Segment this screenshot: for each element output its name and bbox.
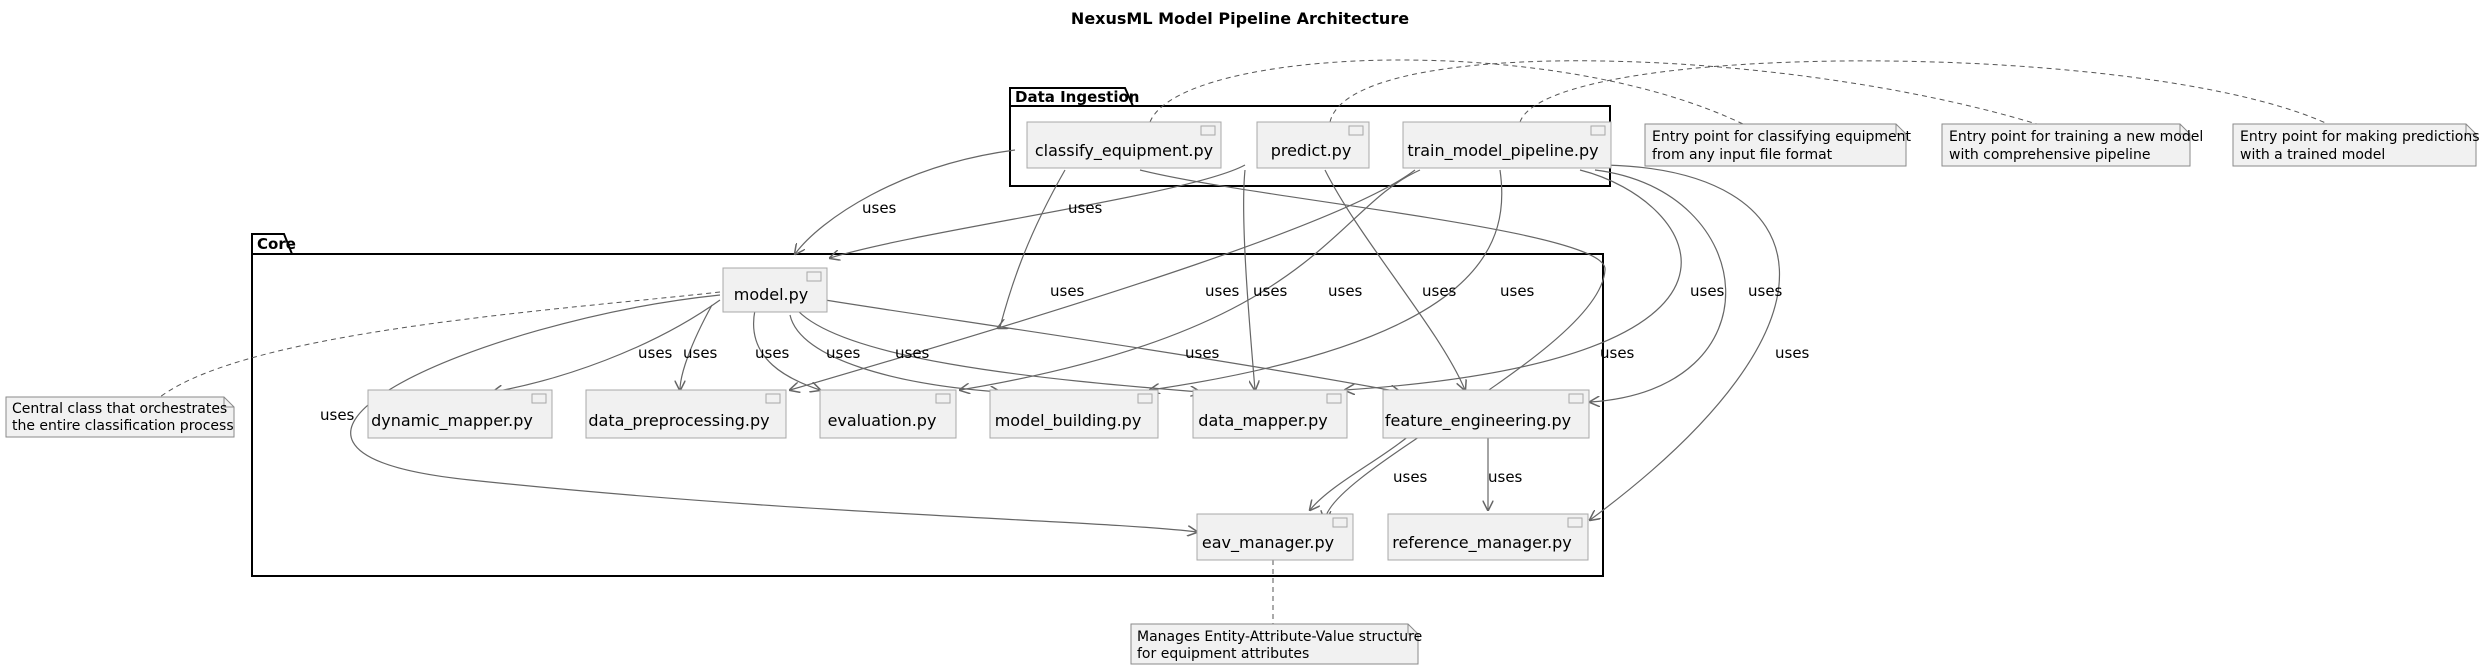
component-label: model_building.py bbox=[995, 411, 1142, 431]
component-label: reference_manager.py bbox=[1392, 533, 1572, 553]
component-icon bbox=[1200, 125, 1216, 136]
component-label: evaluation.py bbox=[828, 411, 937, 430]
edge-label: uses bbox=[1422, 282, 1457, 300]
note-predict-entry: Entry point for making predictions with … bbox=[2232, 123, 2480, 167]
component-reference-manager[interactable]: reference_manager.py bbox=[1387, 513, 1589, 561]
component-icon bbox=[1326, 393, 1342, 404]
note-eav-manager: Manages Entity-Attribute-Value structure… bbox=[1130, 623, 1422, 665]
component-icon bbox=[1567, 517, 1583, 528]
component-icon bbox=[1137, 393, 1153, 404]
component-label: predict.py bbox=[1271, 141, 1352, 160]
edge-label: uses bbox=[1500, 282, 1535, 300]
edge-label: uses bbox=[1205, 282, 1240, 300]
edge-label: uses bbox=[826, 344, 861, 362]
dependency-edges bbox=[350, 149, 1781, 532]
note-line: with a trained model bbox=[2240, 147, 2385, 163]
component-icon bbox=[1568, 393, 1584, 404]
edge-label: uses bbox=[1775, 344, 1810, 362]
component-icon bbox=[1348, 125, 1364, 136]
component-label: eav_manager.py bbox=[1202, 533, 1334, 553]
edge-label: uses bbox=[1600, 344, 1635, 362]
component-label: data_preprocessing.py bbox=[588, 411, 769, 431]
component-label: dynamic_mapper.py bbox=[371, 411, 533, 431]
component-train-model-pipeline[interactable]: train_model_pipeline.py bbox=[1402, 121, 1612, 169]
component-icon bbox=[1590, 125, 1606, 136]
edge-label: uses bbox=[755, 344, 790, 362]
note-line: Entry point for training a new model bbox=[1949, 129, 2203, 145]
note-line: from any input file format bbox=[1652, 147, 1833, 163]
diagram-title: NexusML Model Pipeline Architecture bbox=[1071, 9, 1409, 28]
edge-label: uses bbox=[895, 344, 930, 362]
component-predict[interactable]: predict.py bbox=[1256, 121, 1370, 169]
note-line: Central class that orchestrates bbox=[12, 401, 227, 417]
component-model[interactable]: model.py bbox=[722, 267, 828, 313]
edge-label: uses bbox=[1253, 282, 1288, 300]
edge-label: uses bbox=[1050, 282, 1085, 300]
package-label: Data Ingestion bbox=[1015, 88, 1139, 106]
edge-label: uses bbox=[638, 344, 673, 362]
note-line: for equipment attributes bbox=[1137, 646, 1309, 662]
package-core: Core bbox=[251, 233, 1604, 577]
edge-label: uses bbox=[862, 199, 897, 217]
component-icon bbox=[1332, 517, 1348, 528]
component-icon bbox=[806, 271, 822, 282]
component-data-preprocessing[interactable]: data_preprocessing.py bbox=[585, 389, 787, 439]
component-label: data_mapper.py bbox=[1198, 411, 1327, 431]
component-label: classify_equipment.py bbox=[1035, 141, 1213, 161]
component-evaluation[interactable]: evaluation.py bbox=[819, 389, 957, 439]
component-feature-engineering[interactable]: feature_engineering.py bbox=[1382, 389, 1590, 439]
note-line: Entry point for making predictions bbox=[2240, 129, 2480, 145]
component-dynamic-mapper[interactable]: dynamic_mapper.py bbox=[367, 389, 553, 439]
edge-label: uses bbox=[1748, 282, 1783, 300]
component-classify-equipment[interactable]: classify_equipment.py bbox=[1026, 121, 1222, 169]
edge-label: uses bbox=[320, 406, 355, 424]
note-classify-entry: Entry point for classifying equipment fr… bbox=[1644, 123, 1912, 167]
note-connectors bbox=[159, 59, 2331, 624]
component-icon bbox=[765, 393, 781, 404]
component-icon bbox=[531, 393, 547, 404]
edge-label: uses bbox=[683, 344, 718, 362]
edge-labels: uses uses uses uses uses uses uses uses … bbox=[320, 199, 1810, 486]
note-train-entry: Entry point for training a new model wit… bbox=[1941, 123, 2203, 167]
note-model-central: Central class that orchestrates the enti… bbox=[5, 396, 235, 438]
note-line: Manages Entity-Attribute-Value structure bbox=[1137, 629, 1422, 645]
component-data-mapper[interactable]: data_mapper.py bbox=[1192, 389, 1348, 439]
component-eav-manager[interactable]: eav_manager.py bbox=[1196, 513, 1354, 561]
note-line: Entry point for classifying equipment bbox=[1652, 129, 1912, 145]
component-model-building[interactable]: model_building.py bbox=[989, 389, 1159, 439]
edge-label: uses bbox=[1068, 199, 1103, 217]
edge-label: uses bbox=[1393, 468, 1428, 486]
edge-label: uses bbox=[1328, 282, 1363, 300]
edge-classify-dynamic bbox=[998, 169, 1066, 328]
component-label: model.py bbox=[734, 285, 809, 304]
package-label: Core bbox=[257, 235, 296, 253]
component-label: train_model_pipeline.py bbox=[1407, 141, 1598, 161]
component-icon bbox=[935, 393, 951, 404]
component-label: feature_engineering.py bbox=[1385, 411, 1571, 431]
note-line: the entire classification process bbox=[12, 418, 234, 434]
edge-label: uses bbox=[1185, 344, 1220, 362]
edge-label: uses bbox=[1690, 282, 1725, 300]
edge-label: uses bbox=[1488, 468, 1523, 486]
note-line: with comprehensive pipeline bbox=[1949, 147, 2150, 163]
